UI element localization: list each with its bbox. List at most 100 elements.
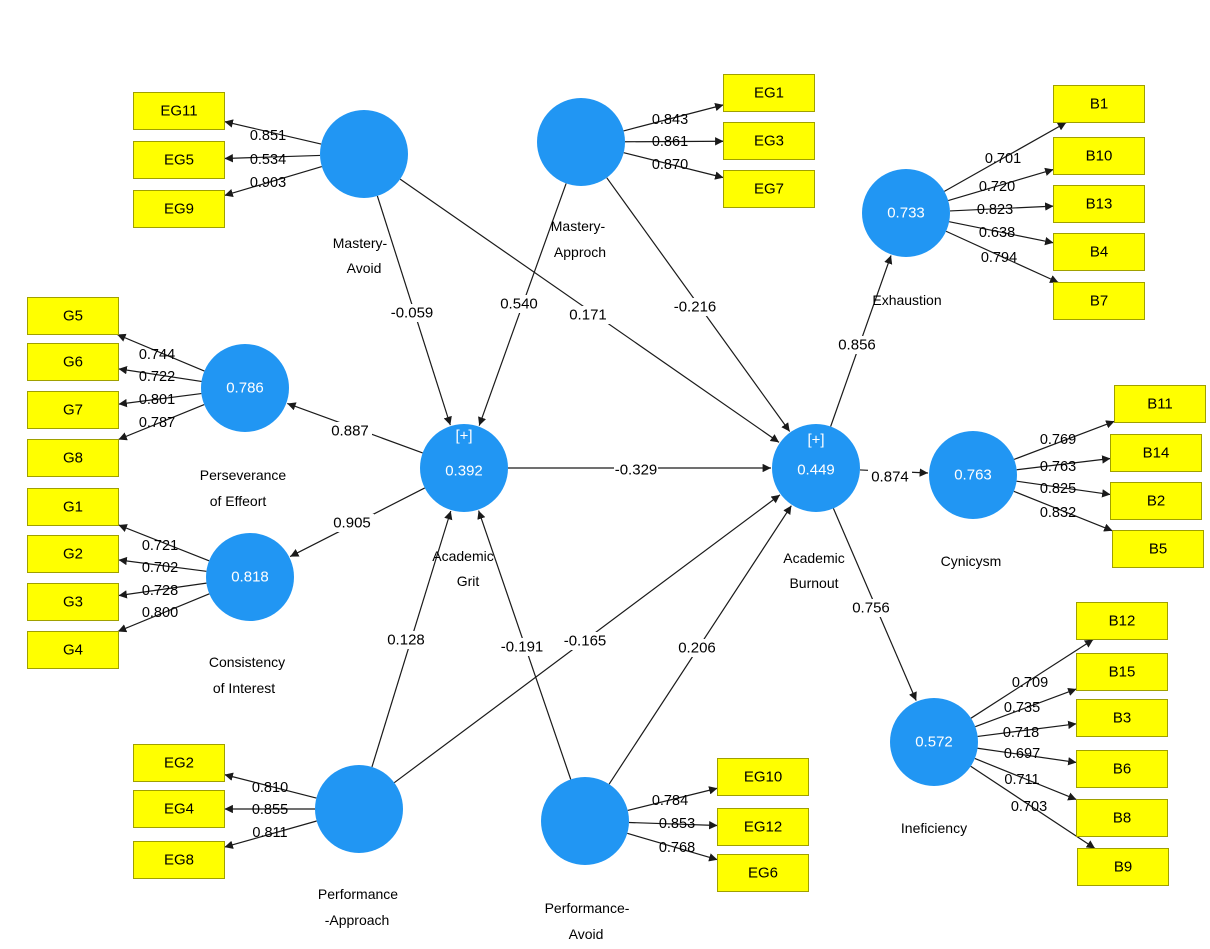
indicator-box-B14[interactable] bbox=[1110, 434, 1202, 472]
indicator-label: EG11 bbox=[160, 103, 197, 120]
loading-value: 0.825 bbox=[1040, 481, 1076, 497]
path-coef-bg bbox=[849, 599, 893, 617]
indicator-label: B15 bbox=[1109, 664, 1136, 681]
construct-performance_approach[interactable] bbox=[315, 765, 403, 853]
construct-performance_avoid[interactable] bbox=[541, 777, 629, 865]
indicator-box-G1[interactable] bbox=[27, 488, 119, 526]
path-coef-bg bbox=[497, 295, 541, 313]
construct-cynicysm[interactable] bbox=[929, 431, 1017, 519]
indicator-box-EG3[interactable] bbox=[723, 122, 815, 160]
loading-exhaustion-B4 bbox=[949, 221, 1054, 246]
loading-value: 0.787 bbox=[139, 415, 175, 431]
indicator-box-B1[interactable] bbox=[1053, 85, 1145, 123]
indicator-label: EG4 bbox=[164, 801, 194, 818]
loading-value: 0.843 bbox=[652, 112, 688, 128]
indicator-box-G3[interactable] bbox=[27, 583, 119, 621]
indicator-box-EG12[interactable] bbox=[717, 808, 809, 846]
path-coef-bg bbox=[328, 422, 372, 440]
indicator-label: G1 bbox=[63, 499, 83, 516]
indicator-box-B13[interactable] bbox=[1053, 185, 1145, 223]
path-coef-bg bbox=[673, 298, 717, 316]
construct-mastery_approach[interactable] bbox=[537, 98, 625, 186]
loading-value: 0.735 bbox=[1004, 700, 1040, 716]
construct-layer: 0.7860.818[+]0.392[+]0.4490.7330.7630.57… bbox=[201, 98, 1017, 865]
indicator-box-EG10[interactable] bbox=[717, 758, 809, 796]
construct-consistency[interactable] bbox=[206, 533, 294, 621]
construct-academic_burnout[interactable] bbox=[772, 424, 860, 512]
indicator-box-EG9[interactable] bbox=[133, 190, 225, 228]
loading-perseverance-G5 bbox=[116, 333, 205, 372]
indicator-box-B15[interactable] bbox=[1076, 653, 1168, 691]
indicator-box-EG5[interactable] bbox=[133, 141, 225, 179]
indicator-box-B4[interactable] bbox=[1053, 233, 1145, 271]
construct-label: Performance- bbox=[545, 900, 630, 916]
indicator-box-EG4[interactable] bbox=[133, 790, 225, 828]
loading-ineficiency-B12 bbox=[970, 638, 1094, 719]
indicator-box-G8[interactable] bbox=[27, 439, 119, 477]
loading-cynicysm-B14 bbox=[1016, 455, 1111, 471]
loading-mastery_avoid-EG11 bbox=[224, 119, 322, 145]
indicator-box-EG1[interactable] bbox=[723, 74, 815, 112]
indicator-box-B10[interactable] bbox=[1053, 137, 1145, 175]
path-coefficient: -0.191 bbox=[501, 639, 544, 656]
expand-tag: [+] bbox=[807, 432, 824, 449]
loading-value: 0.763 bbox=[1040, 459, 1076, 475]
path-coefficient: 0.540 bbox=[500, 296, 538, 313]
loading-value: 0.701 bbox=[985, 151, 1021, 167]
indicator-box-B3[interactable] bbox=[1076, 699, 1168, 737]
r-squared-value: 0.818 bbox=[231, 569, 269, 586]
loading-performance_avoid-EG12 bbox=[628, 820, 718, 830]
path-coefficient: 0.905 bbox=[333, 515, 371, 532]
indicator-box-B2[interactable] bbox=[1110, 482, 1202, 520]
indicator-box-EG7[interactable] bbox=[723, 170, 815, 208]
loading-exhaustion-B7 bbox=[945, 230, 1059, 284]
indicator-box-B6[interactable] bbox=[1076, 750, 1168, 788]
loading-value: 0.832 bbox=[1040, 505, 1076, 521]
construct-mastery_avoid[interactable] bbox=[320, 110, 408, 198]
indicator-label: EG1 bbox=[754, 85, 784, 102]
indicator-box-EG8[interactable] bbox=[133, 841, 225, 879]
indicator-box-B8[interactable] bbox=[1076, 799, 1168, 837]
loading-value: 0.722 bbox=[139, 369, 175, 385]
indicator-box-EG2[interactable] bbox=[133, 744, 225, 782]
loading-perseverance-G6 bbox=[118, 365, 202, 383]
construct-label: -Approach bbox=[325, 912, 390, 928]
construct-ineficiency[interactable] bbox=[890, 698, 978, 786]
indicator-box-G5[interactable] bbox=[27, 297, 119, 335]
loading-performance_avoid-EG6 bbox=[627, 832, 718, 862]
loading-value: 0.718 bbox=[1003, 725, 1039, 741]
indicator-box-EG11[interactable] bbox=[133, 92, 225, 130]
loading-perseverance-G8 bbox=[118, 404, 205, 441]
indicator-box-B7[interactable] bbox=[1053, 282, 1145, 320]
indicator-label: EG8 bbox=[164, 852, 194, 869]
indicator-box-B5[interactable] bbox=[1112, 530, 1204, 568]
indicator-box-B11[interactable] bbox=[1114, 385, 1206, 423]
path-coef-bg bbox=[868, 468, 912, 486]
loading-value: 0.861 bbox=[652, 134, 688, 150]
construct-label: Cynicysm bbox=[941, 553, 1002, 569]
indicator-box-B12[interactable] bbox=[1076, 602, 1168, 640]
loading-value: 0.784 bbox=[652, 793, 688, 809]
indicator-box-G6[interactable] bbox=[27, 343, 119, 381]
construct-exhaustion[interactable] bbox=[862, 169, 950, 257]
construct-label: Exhaustion bbox=[872, 292, 941, 308]
path-coef-bg bbox=[390, 304, 434, 322]
indicator-box-EG6[interactable] bbox=[717, 854, 809, 892]
path-coef-bg bbox=[500, 638, 544, 656]
indicator-label: EG9 bbox=[164, 201, 194, 218]
loading-mastery_approach-EG1 bbox=[623, 102, 724, 132]
indicator-box-G4[interactable] bbox=[27, 631, 119, 669]
indicator-box-G7[interactable] bbox=[27, 391, 119, 429]
construct-academic_grit[interactable] bbox=[420, 424, 508, 512]
indicator-label: EG7 bbox=[754, 181, 784, 198]
indicator-label: EG12 bbox=[744, 819, 782, 836]
loading-value: 0.903 bbox=[250, 175, 286, 191]
loading-value: 0.801 bbox=[139, 392, 175, 408]
construct-perseverance[interactable] bbox=[201, 344, 289, 432]
indicator-box-B9[interactable] bbox=[1077, 848, 1169, 886]
loading-value: 0.702 bbox=[142, 560, 178, 576]
loading-value: 0.811 bbox=[252, 825, 287, 841]
indicator-box-G2[interactable] bbox=[27, 535, 119, 573]
construct-label: of Interest bbox=[213, 680, 275, 696]
indicator-label: EG5 bbox=[164, 152, 194, 169]
